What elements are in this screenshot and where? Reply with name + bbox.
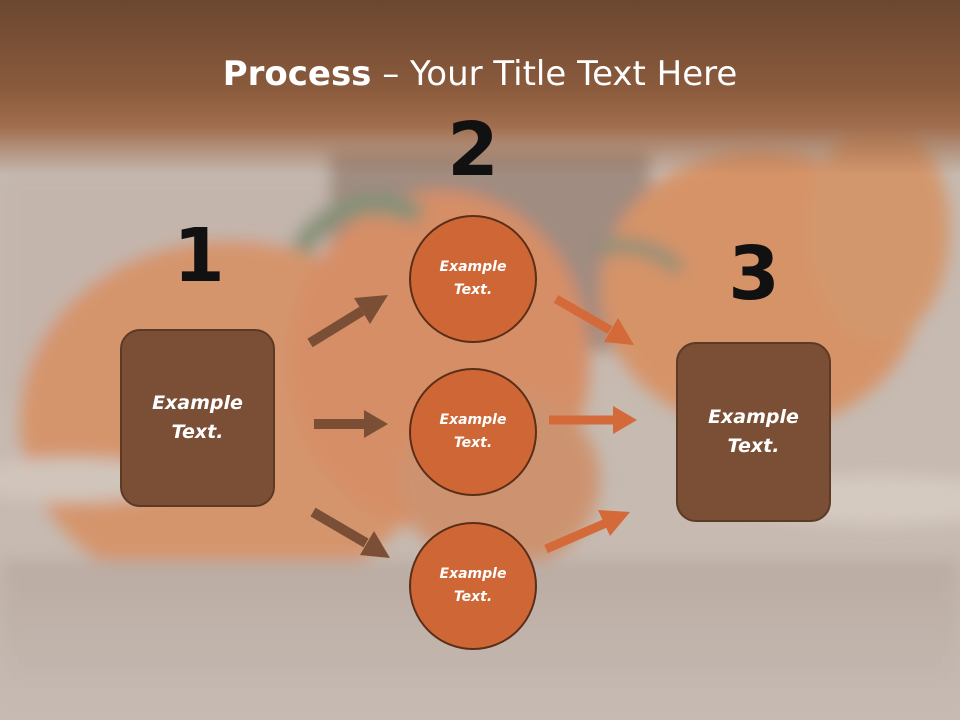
step-3-label: Example Text.: [708, 406, 799, 457]
step-number-2: 2: [447, 107, 499, 193]
arrow-1-to-middle: [314, 410, 388, 438]
step-1-box: Example Text.: [120, 329, 275, 507]
step-2-circle-top: Example Text.: [409, 215, 537, 343]
step-2-label-bottom: Example Text.: [439, 566, 507, 605]
step-2-label-top: Example Text.: [439, 259, 507, 298]
title-band: [0, 0, 960, 175]
step-number-3: 3: [728, 231, 780, 317]
step-3-box: Example Text.: [676, 342, 831, 522]
arrow-1-to-bottom: [310, 507, 390, 558]
title-bold: Process: [222, 54, 372, 94]
step-number-1: 1: [173, 213, 225, 299]
title-rest: – Your Title Text Here: [371, 54, 738, 94]
arrow-1-to-top: [307, 295, 388, 348]
step-1-label: Example Text.: [152, 392, 243, 443]
step-2-label-middle: Example Text.: [439, 412, 507, 451]
arrow-bottom-to-3: [544, 510, 630, 554]
slide-title: Process – Your Title Text Here: [0, 52, 960, 96]
arrow-top-to-3: [553, 295, 634, 345]
step-2-circle-middle: Example Text.: [409, 368, 537, 496]
arrow-middle-to-3: [549, 406, 637, 434]
step-2-circle-bottom: Example Text.: [409, 522, 537, 650]
